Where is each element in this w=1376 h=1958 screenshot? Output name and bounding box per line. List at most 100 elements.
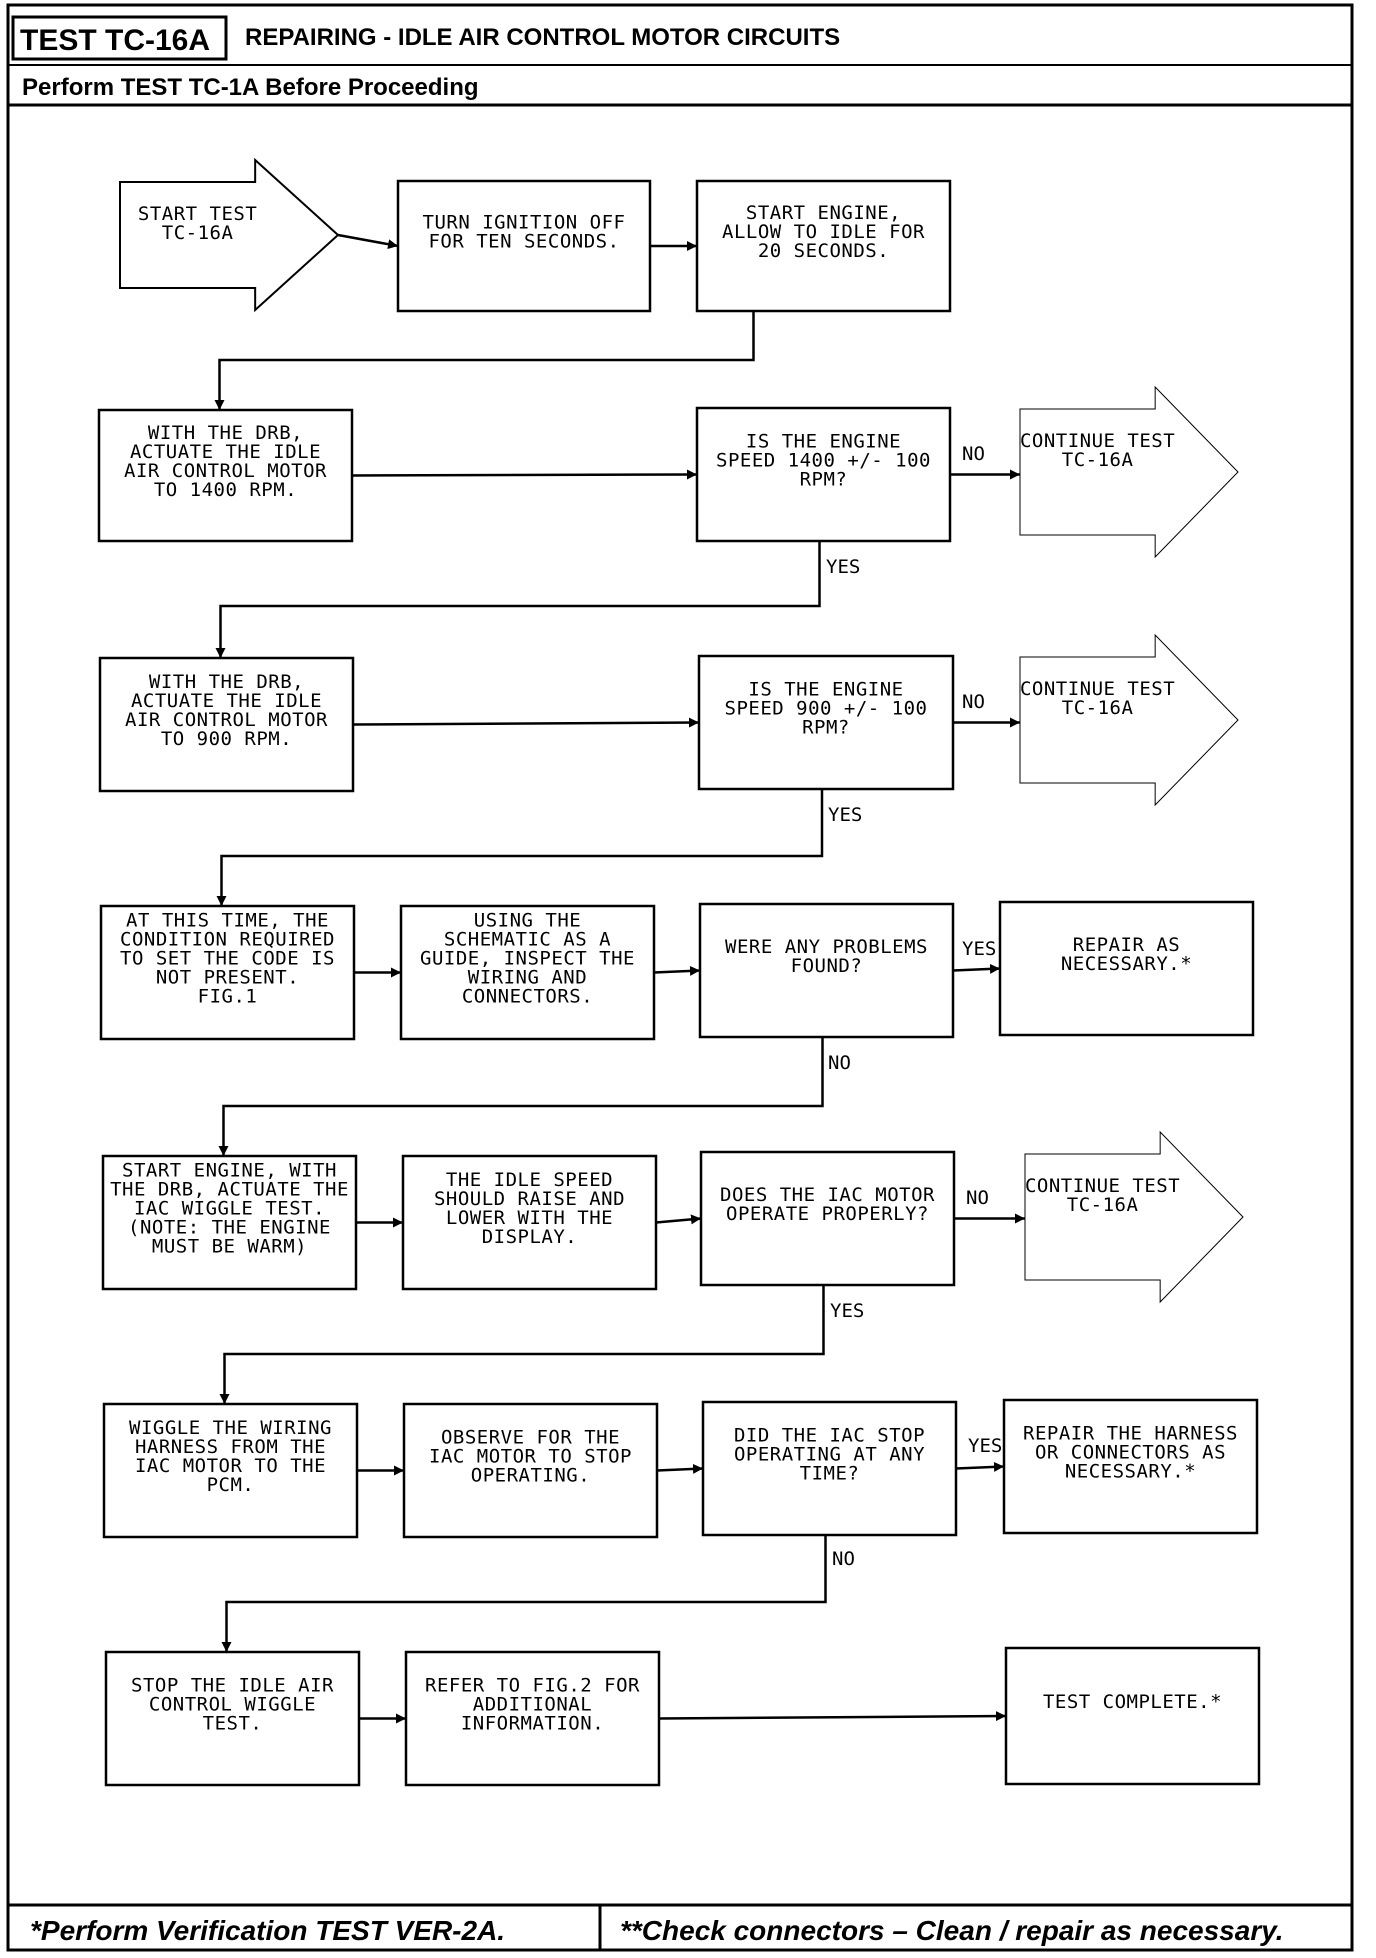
- node-text-line: START TEST: [138, 203, 257, 225]
- node-text-line: DID THE IAC STOP: [734, 1425, 925, 1447]
- node-text-line: IAC WIGGLE TEST.: [134, 1198, 325, 1220]
- branch-label-yes: YES: [962, 938, 996, 960]
- node-text-line: GUIDE, INSPECT THE: [420, 948, 635, 970]
- flow-arrow: [216, 789, 824, 906]
- node-text-line: SPEED 1400 +/- 100: [716, 450, 931, 472]
- node-text-line: TO 900 RPM.: [161, 728, 292, 750]
- page-subtitle: Perform TEST TC-1A Before Proceeding: [22, 74, 479, 101]
- node-text-line: TC-16A: [1067, 1194, 1139, 1216]
- node-text-line: TC-16A: [162, 222, 234, 244]
- node-text-line: WIGGLE THE WIRING: [129, 1417, 332, 1439]
- footer-note-right: **Check connectors – Clean / repair as n…: [620, 1915, 1284, 1946]
- branch-label-no: NO: [962, 691, 985, 713]
- node-text-line: ACTUATE THE IDLE: [131, 690, 322, 712]
- flow-arrow: [656, 1463, 704, 1474]
- node-text-line: CONTROL WIGGLE: [149, 1694, 316, 1716]
- node-text-line: TC-16A: [1062, 449, 1134, 471]
- node-text-line: TURN IGNITION OFF: [423, 212, 626, 234]
- node-text-line: WIRING AND: [468, 967, 587, 989]
- branch-label-no: NO: [828, 1052, 851, 1074]
- node-text-line: NOT PRESENT.: [156, 967, 299, 989]
- node-text-line: SCHEMATIC AS A: [444, 929, 611, 951]
- node-text-line: USING THE: [474, 910, 581, 932]
- flow-arrow: [955, 1461, 1005, 1472]
- node-text-line: AIR CONTROL MOTOR: [124, 460, 327, 482]
- node-text-line: CONTINUE TEST: [1020, 430, 1175, 452]
- flow-connectors: [214, 233, 1025, 1724]
- node-text-line: DOES THE IAC MOTOR: [720, 1184, 935, 1206]
- node-text-line: WERE ANY PROBLEMS: [725, 936, 928, 958]
- branch-label-no: NO: [966, 1187, 989, 1209]
- node-text-line: REPAIR THE HARNESS: [1023, 1423, 1238, 1445]
- branch-label-no: NO: [832, 1548, 855, 1570]
- node-test-complete: TEST COMPLETE.*: [1004, 1646, 1261, 1786]
- node-text-line: PCM.: [207, 1474, 255, 1496]
- flow-arrow: [352, 717, 700, 728]
- node-text-line: OPERATE PROPERLY?: [726, 1203, 929, 1225]
- node-text-line: TEST.: [203, 1713, 263, 1735]
- branch-labels: NO YES NO YES YES NO NO YES YES NO: [826, 443, 1002, 1570]
- flow-arrow: [351, 469, 698, 480]
- node-text-line: THE IDLE SPEED: [446, 1169, 613, 1191]
- node-text-line: CONNECTORS.: [462, 986, 593, 1008]
- node-text-line: OBSERVE FOR THE: [441, 1427, 620, 1449]
- node-text-line: ALLOW TO IDLE FOR: [722, 221, 925, 243]
- branch-label-yes: YES: [830, 1300, 864, 1322]
- node-text-line: FOR TEN SECONDS.: [428, 231, 619, 253]
- flow-arrow: [219, 1285, 825, 1404]
- node-text-line: THE DRB, ACTUATE THE: [110, 1179, 349, 1201]
- branch-label-no: NO: [962, 443, 985, 465]
- node-text-line: OPERATING.: [471, 1465, 590, 1487]
- node-text-line: REPAIR AS: [1073, 934, 1180, 956]
- node-text-line: CONDITION REQUIRED: [120, 929, 335, 951]
- node-text-line: DISPLAY.: [482, 1226, 578, 1248]
- flow-arrow: [218, 1037, 824, 1156]
- node-text-line: ACTUATE THE IDLE: [130, 441, 321, 463]
- node-text-line: WITH THE DRB,: [149, 671, 304, 693]
- page-title: REPAIRING - IDLE AIR CONTROL MOTOR CIRCU…: [245, 24, 840, 51]
- node-text-line: NECESSARY.*: [1061, 953, 1192, 975]
- test-id-box: [11, 15, 228, 61]
- branch-label-yes: YES: [968, 1435, 1002, 1457]
- flow-arrow: [653, 965, 701, 976]
- branch-label-yes: YES: [826, 556, 860, 578]
- node-text-line: REFER TO FIG.2 FOR: [425, 1675, 640, 1697]
- node-text-line: IS THE ENGINE: [748, 679, 903, 701]
- node-text-line: MUST BE WARM): [152, 1236, 307, 1258]
- node-text-line: IAC MOTOR TO STOP: [429, 1446, 632, 1468]
- node-text-line: LOWER WITH THE: [446, 1207, 613, 1229]
- outer-frame: [6, 3, 1354, 1952]
- flow-arrow: [214, 311, 755, 410]
- node-text-line: START ENGINE, WITH: [122, 1160, 337, 1182]
- flow-arrow: [215, 541, 821, 658]
- node-text-line: HARNESS FROM THE: [135, 1436, 326, 1458]
- node-text-line: FOUND?: [791, 955, 863, 977]
- node-text-line: (NOTE: THE ENGINE: [128, 1217, 331, 1239]
- node-text-line: WITH THE DRB,: [148, 422, 303, 444]
- flow-arrow: [658, 1711, 1007, 1722]
- node-text-line: OR CONNECTORS AS: [1035, 1442, 1226, 1464]
- node-text-line: CONTINUE TEST: [1020, 678, 1175, 700]
- node-text-line: IS THE ENGINE: [746, 431, 901, 453]
- node-text-line: AT THIS TIME, THE: [126, 910, 329, 932]
- branch-label-yes: YES: [828, 804, 862, 826]
- node-text-line: TIME?: [800, 1463, 860, 1485]
- node-text-line: TEST COMPLETE.*: [1043, 1691, 1222, 1713]
